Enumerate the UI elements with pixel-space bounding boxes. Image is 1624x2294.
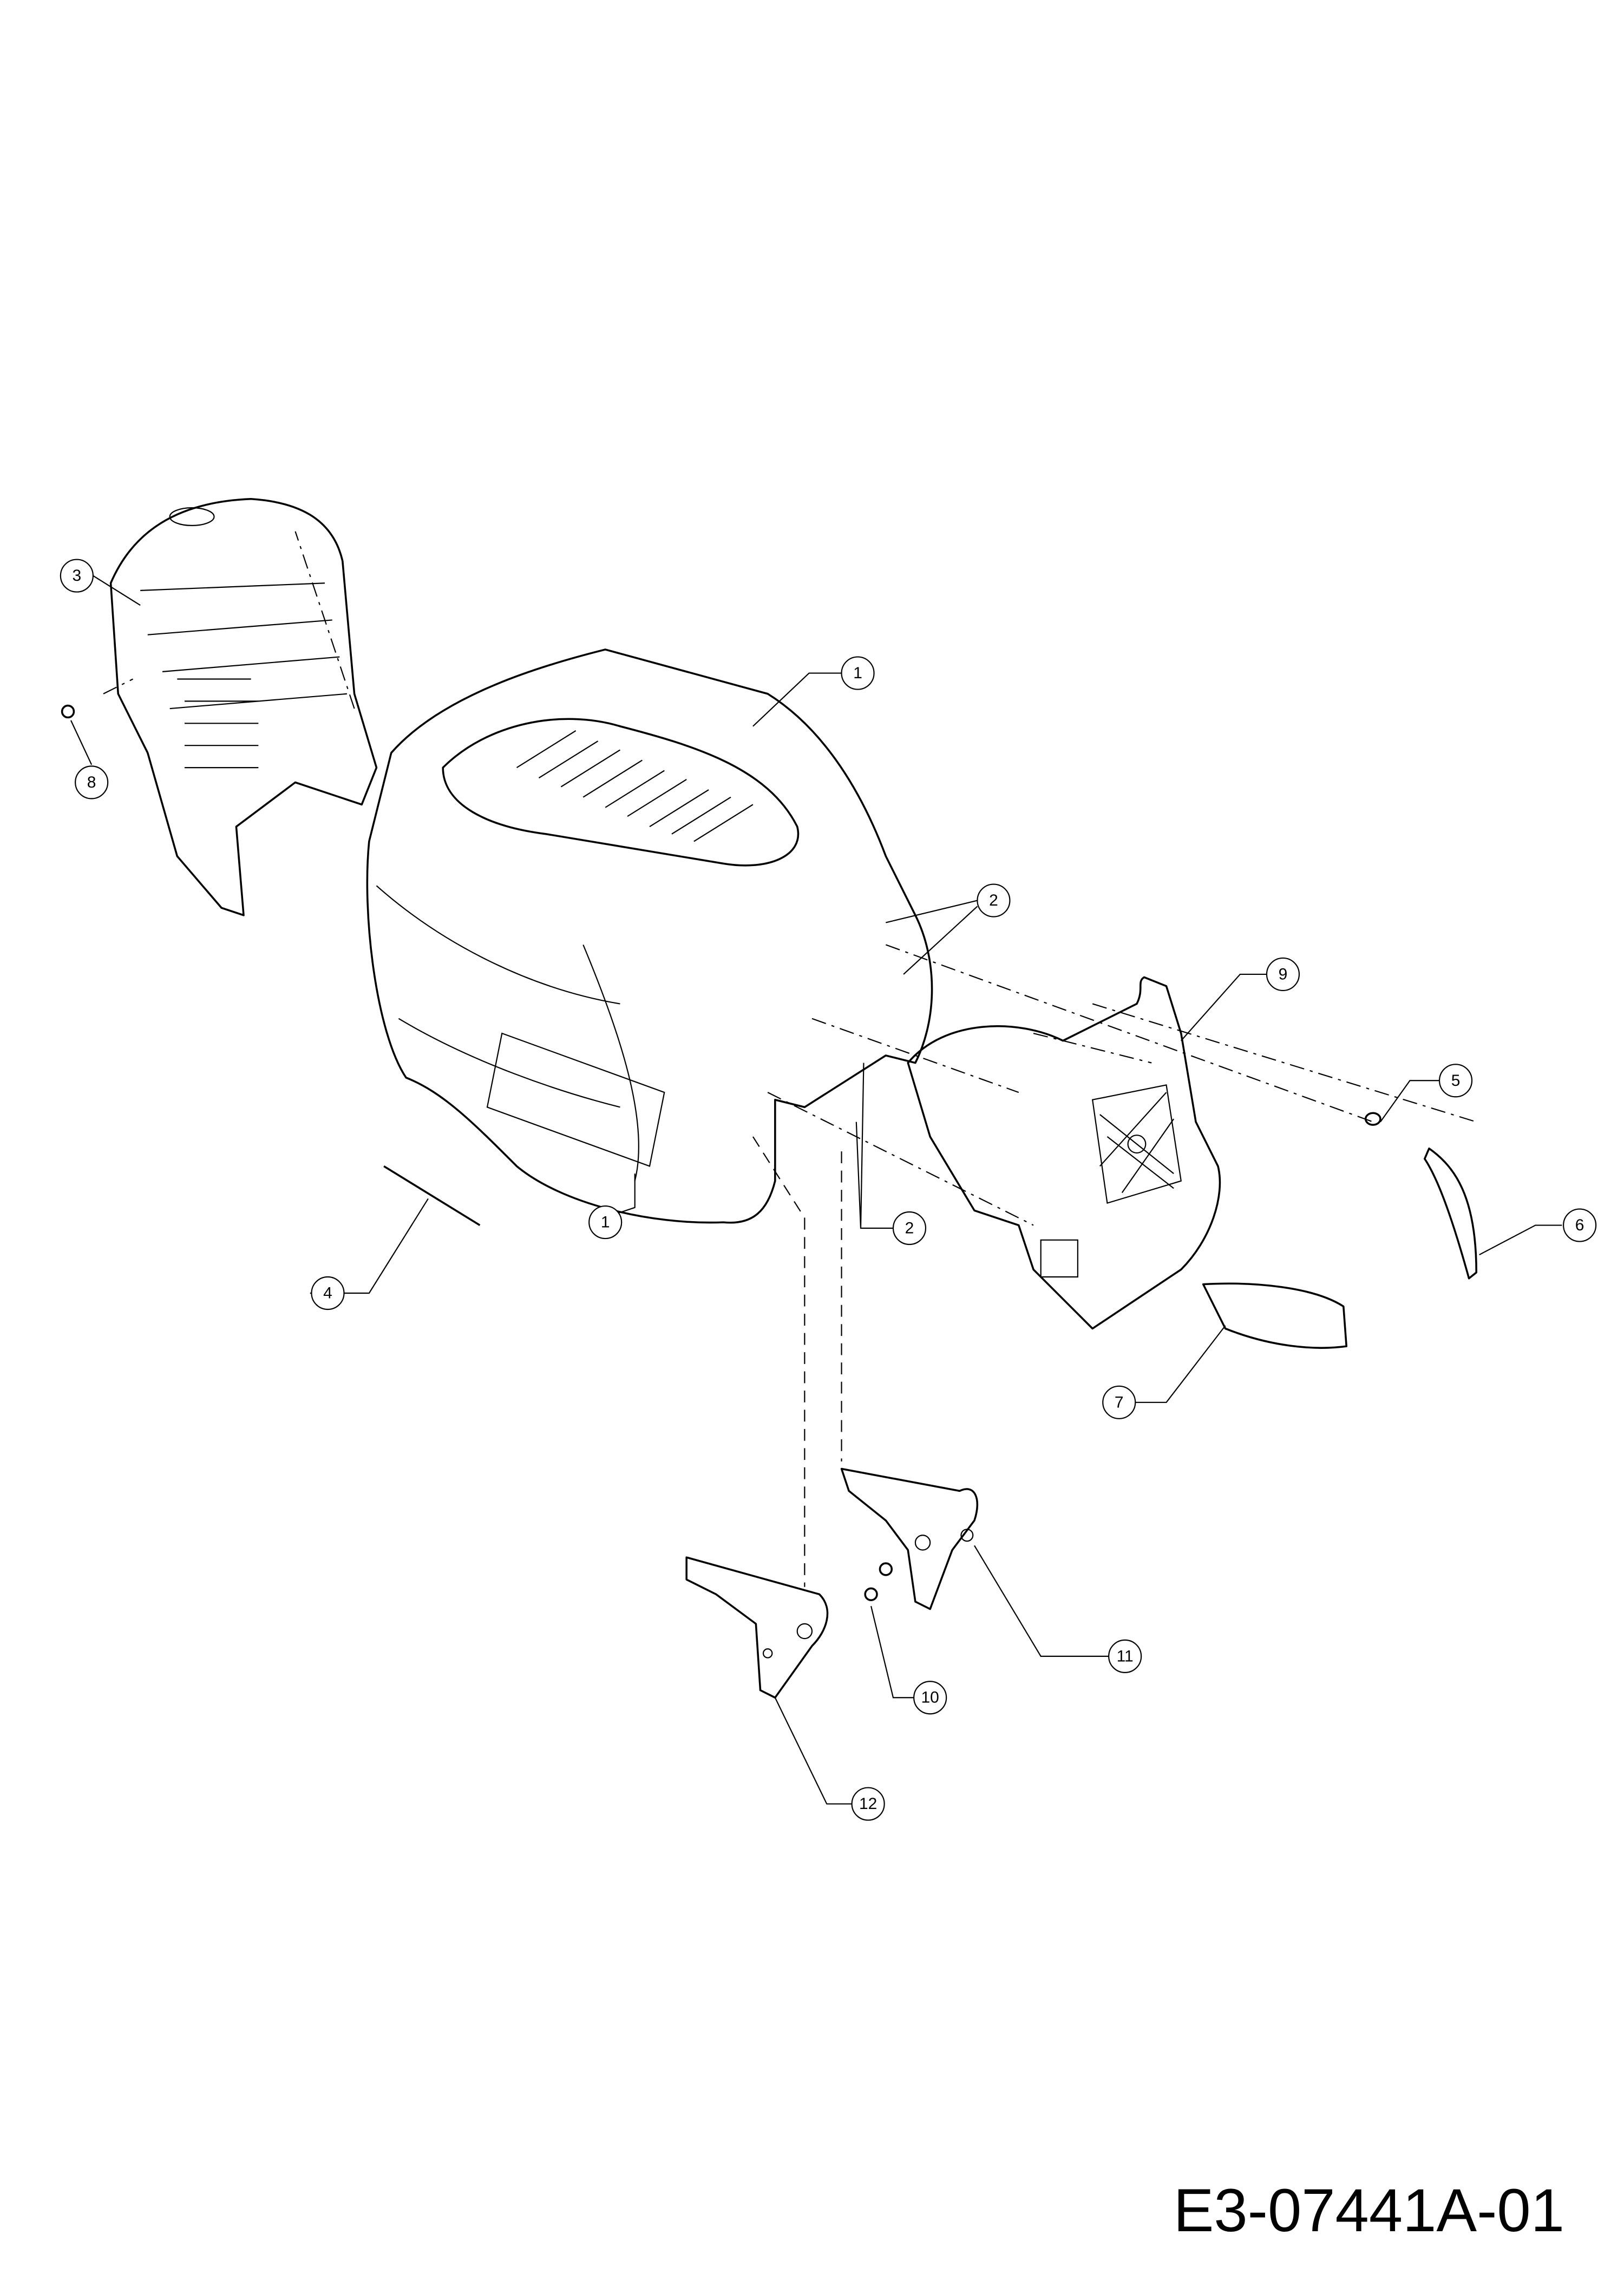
hinge-bracket-right xyxy=(840,1467,979,1610)
hood-part xyxy=(366,648,933,1224)
svg-text:7: 7 xyxy=(1115,1393,1124,1411)
callout-1-top: 1 xyxy=(841,656,875,690)
bolt-part xyxy=(864,1562,893,1602)
callout-5: 5 xyxy=(1438,1064,1473,1098)
svg-text:2: 2 xyxy=(905,1219,914,1237)
headlight-cover-part xyxy=(1423,1147,1477,1280)
lower-trim-part xyxy=(1202,1282,1348,1349)
plug-part xyxy=(61,704,75,719)
svg-text:5: 5 xyxy=(1451,1072,1461,1090)
alignment-lines xyxy=(103,531,1477,1226)
grille-part xyxy=(907,976,1221,1330)
leader-lines xyxy=(70,575,1562,1805)
svg-text:1: 1 xyxy=(853,664,862,682)
callout-12: 12 xyxy=(851,1787,885,1821)
bumper-part xyxy=(1364,1112,1381,1126)
hinge-bracket-left xyxy=(685,1556,829,1699)
cable-tie-part xyxy=(383,1165,481,1227)
callout-6: 6 xyxy=(1563,1208,1597,1242)
dash-panel-part xyxy=(109,498,378,916)
callout-9: 9 xyxy=(1266,957,1300,992)
svg-text:9: 9 xyxy=(1279,965,1288,983)
svg-text:3: 3 xyxy=(73,567,82,585)
svg-text:1: 1 xyxy=(601,1214,610,1231)
svg-text:4: 4 xyxy=(323,1284,332,1302)
svg-text:6: 6 xyxy=(1575,1216,1584,1234)
svg-text:2: 2 xyxy=(989,892,998,909)
svg-text:10: 10 xyxy=(921,1689,939,1707)
callout-10: 10 xyxy=(913,1681,947,1715)
callout-1-bottom: 1 xyxy=(588,1205,623,1240)
svg-text:12: 12 xyxy=(859,1795,877,1813)
callout-4: 4 xyxy=(311,1276,345,1310)
svg-text:11: 11 xyxy=(1117,1647,1134,1665)
callout-8: 8 xyxy=(75,765,109,799)
callout-7: 7 xyxy=(1102,1385,1136,1419)
callout-3: 3 xyxy=(60,559,94,593)
drawing-number: E3-07441A-01 xyxy=(1173,2177,1564,2244)
callout-11: 11 xyxy=(1108,1639,1142,1673)
hinge-alignment-lines xyxy=(752,1136,842,1587)
callout-2-top: 2 xyxy=(977,883,1011,917)
callout-2-bottom: 2 xyxy=(892,1211,927,1246)
svg-text:8: 8 xyxy=(87,774,96,791)
